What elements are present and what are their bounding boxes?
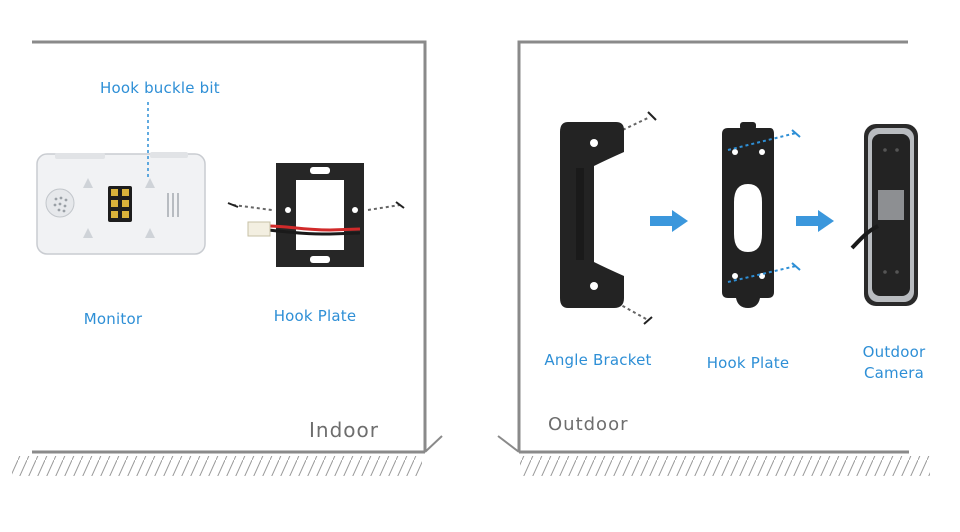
angle-bracket-label: Angle Bracket bbox=[544, 351, 652, 369]
arrow-1 bbox=[650, 210, 688, 232]
outdoor-hook-plate-label: Hook Plate bbox=[706, 354, 790, 372]
outdoor-room-label: Outdoor bbox=[548, 414, 629, 435]
terminal-block bbox=[108, 186, 132, 222]
outdoor-wall bbox=[497, 40, 909, 454]
indoor-floor bbox=[12, 456, 422, 476]
indoor-room-label: Indoor bbox=[309, 418, 379, 442]
indoor-wall bbox=[32, 40, 443, 454]
outdoor-camera-label-line1: Outdoor bbox=[862, 343, 926, 361]
arrow-2 bbox=[796, 210, 834, 232]
angle-bracket bbox=[560, 111, 657, 325]
outdoor-camera-label-line2: Camera bbox=[863, 364, 925, 382]
monitor-label: Monitor bbox=[83, 310, 143, 328]
speaker-grille bbox=[45, 188, 75, 218]
outdoor-floor bbox=[520, 456, 930, 476]
indoor-hook-plate bbox=[227, 163, 405, 267]
indoor-hook-plate-label: Hook Plate bbox=[273, 307, 357, 325]
monitor-device bbox=[36, 152, 206, 255]
hook-buckle-bit-label: Hook buckle bit bbox=[100, 79, 220, 97]
outdoor-hook-plate bbox=[722, 122, 801, 308]
outdoor-camera bbox=[850, 124, 918, 306]
